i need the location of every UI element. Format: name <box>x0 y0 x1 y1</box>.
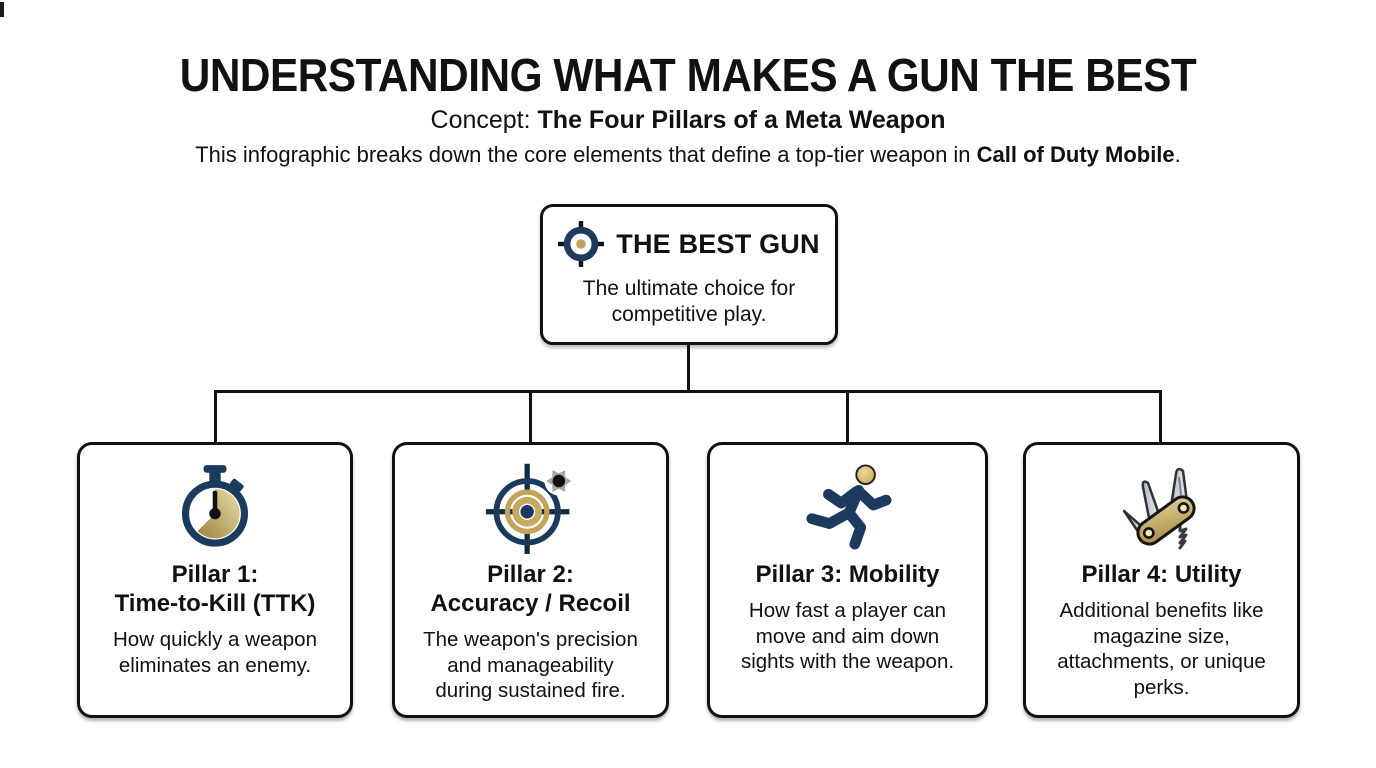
target-lock-icon <box>558 221 605 267</box>
root-node-header: THE BEST GUN <box>558 221 820 267</box>
pillar-4-icon-wrap <box>1117 457 1207 555</box>
pillar-3-description: How fast a player can move and aim down … <box>741 598 954 675</box>
pillar-2-icon-wrap <box>483 457 579 555</box>
concept-subtitle: Concept: The Four Pillars of a Meta Weap… <box>0 106 1376 135</box>
screen-edge-artifact <box>0 2 4 17</box>
pillar-4-title: Pillar 4: Utility <box>1081 560 1241 589</box>
pillar-1-body-line: eliminates an enemy. <box>118 653 312 677</box>
accuracy-target-icon <box>485 463 573 554</box>
description-line: This infographic breaks down the core el… <box>0 142 1376 168</box>
pillar-3-body-line: sights with the weapon. <box>740 650 955 673</box>
pillar-2-title: Pillar 2: Accuracy / Recoil <box>430 560 630 618</box>
page-title: UNDERSTANDING WHAT MAKES A GUN THE BEST <box>179 49 1197 101</box>
pillar-4-body-line: Additional benefits like <box>1059 599 1264 622</box>
pillar-1-title: Pillar 1: Time-to-Kill (TTK) <box>115 560 316 618</box>
pillar-3-icon-wrap <box>804 457 892 555</box>
pillar-3-body-line: How fast a player can <box>748 599 947 622</box>
pillar-3-title-line: Pillar 3: Mobility <box>755 561 940 588</box>
pillar-card-mobility: Pillar 3: Mobility How fast a player can… <box>707 442 988 718</box>
concept-label: Concept: <box>430 106 538 134</box>
pillar-3-body-line: move and aim down <box>755 624 940 648</box>
connector-drop-pillar-1 <box>214 390 217 443</box>
root-node-description: The ultimate choice for competitive play… <box>583 276 795 328</box>
pillar-2-title-line: Pillar 2: <box>487 561 574 588</box>
swiss-army-knife-icon <box>1122 467 1196 550</box>
stopwatch-icon <box>181 465 249 547</box>
pillar-card-accuracy: Pillar 2: Accuracy / Recoil The weapon's… <box>392 442 669 718</box>
pillar-2-body-line: The weapon's precision <box>423 628 638 651</box>
pillar-1-body-line: How quickly a weapon <box>113 628 317 651</box>
description-prefix: This infographic breaks down the core el… <box>195 142 977 167</box>
pillar-2-body-line: during sustained fire. <box>435 679 626 702</box>
connector-horizontal-bar <box>214 390 1162 393</box>
pillar-4-title-line: Pillar 4: Utility <box>1081 561 1242 588</box>
pillar-2-body-line: and manageability <box>447 653 614 677</box>
running-person-icon <box>805 464 892 550</box>
root-node-best-gun: THE BEST GUN The ultimate choice for com… <box>540 204 838 345</box>
pillar-1-description: How quickly a weapon eliminates an enemy… <box>113 627 317 678</box>
root-node-line: The ultimate choice for <box>582 277 796 300</box>
pillar-2-description: The weapon's precision and manageability… <box>423 627 638 704</box>
root-node-line: competitive play. <box>611 303 767 326</box>
connector-drop-pillar-2 <box>529 390 532 443</box>
pillar-4-body-line: perks. <box>1133 675 1190 699</box>
root-node-title: THE BEST GUN <box>616 228 820 259</box>
pillar-3-title: Pillar 3: Mobility <box>755 560 939 589</box>
pillar-card-ttk: Pillar 1: Time-to-Kill (TTK) How quickly… <box>77 442 353 718</box>
pillar-4-body-line: magazine size, <box>1093 624 1230 648</box>
connector-drop-pillar-4 <box>1159 390 1162 443</box>
pillar-1-icon-wrap <box>177 457 253 555</box>
concept-value: The Four Pillars of a Meta Weapon <box>537 106 946 134</box>
pillar-1-title-line: Time-to-Kill (TTK) <box>114 590 316 617</box>
connector-stem <box>687 344 690 391</box>
pillar-2-title-line: Accuracy / Recoil <box>430 590 631 617</box>
pillar-card-utility: Pillar 4: Utility Additional benefits li… <box>1023 442 1300 718</box>
pillar-1-title-line: Pillar 1: <box>171 561 259 588</box>
connector-drop-pillar-3 <box>846 390 849 443</box>
description-suffix: . <box>1174 142 1181 167</box>
description-game-name: Call of Duty Mobile <box>976 142 1175 167</box>
pillar-4-body-line: attachments, or unique <box>1057 650 1266 673</box>
pillar-4-description: Additional benefits like magazine size, … <box>1057 598 1266 700</box>
